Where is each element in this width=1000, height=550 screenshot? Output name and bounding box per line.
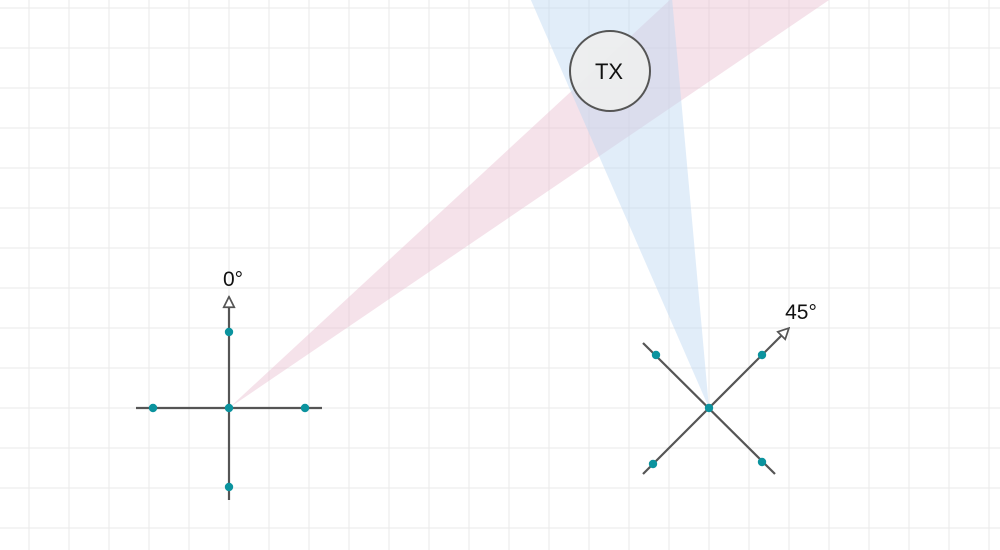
antenna-45deg-node-lower-right: [757, 457, 767, 467]
transmitter: TX: [569, 30, 651, 112]
antenna-0deg: 0°: [136, 268, 322, 500]
antenna-45deg-node-upper-left: [651, 350, 661, 360]
antenna-45deg-node-lower-left: [648, 459, 658, 469]
beam-pink: [229, 0, 830, 408]
antenna-45deg: 45°: [642, 301, 817, 475]
beam-blue: [530, 0, 709, 408]
antenna-0deg-node-center: [224, 403, 234, 413]
antenna-0deg-angle-label: 0°: [223, 268, 243, 291]
antenna-0deg-node-left: [148, 403, 158, 413]
antenna-0deg-node-bottom: [224, 482, 234, 492]
transmitter-label: TX: [595, 59, 623, 84]
antenna-45deg-node-center: [704, 403, 714, 413]
antenna-0deg-node-right: [300, 403, 310, 413]
antenna-0deg-node-top: [224, 327, 234, 337]
transmitter-circle: [569, 30, 651, 112]
antenna-45deg-angle-label: 45°: [785, 301, 817, 324]
antenna-45deg-node-upper-right: [757, 350, 767, 360]
antenna-45deg-diagonal-arm-b: [642, 329, 788, 475]
